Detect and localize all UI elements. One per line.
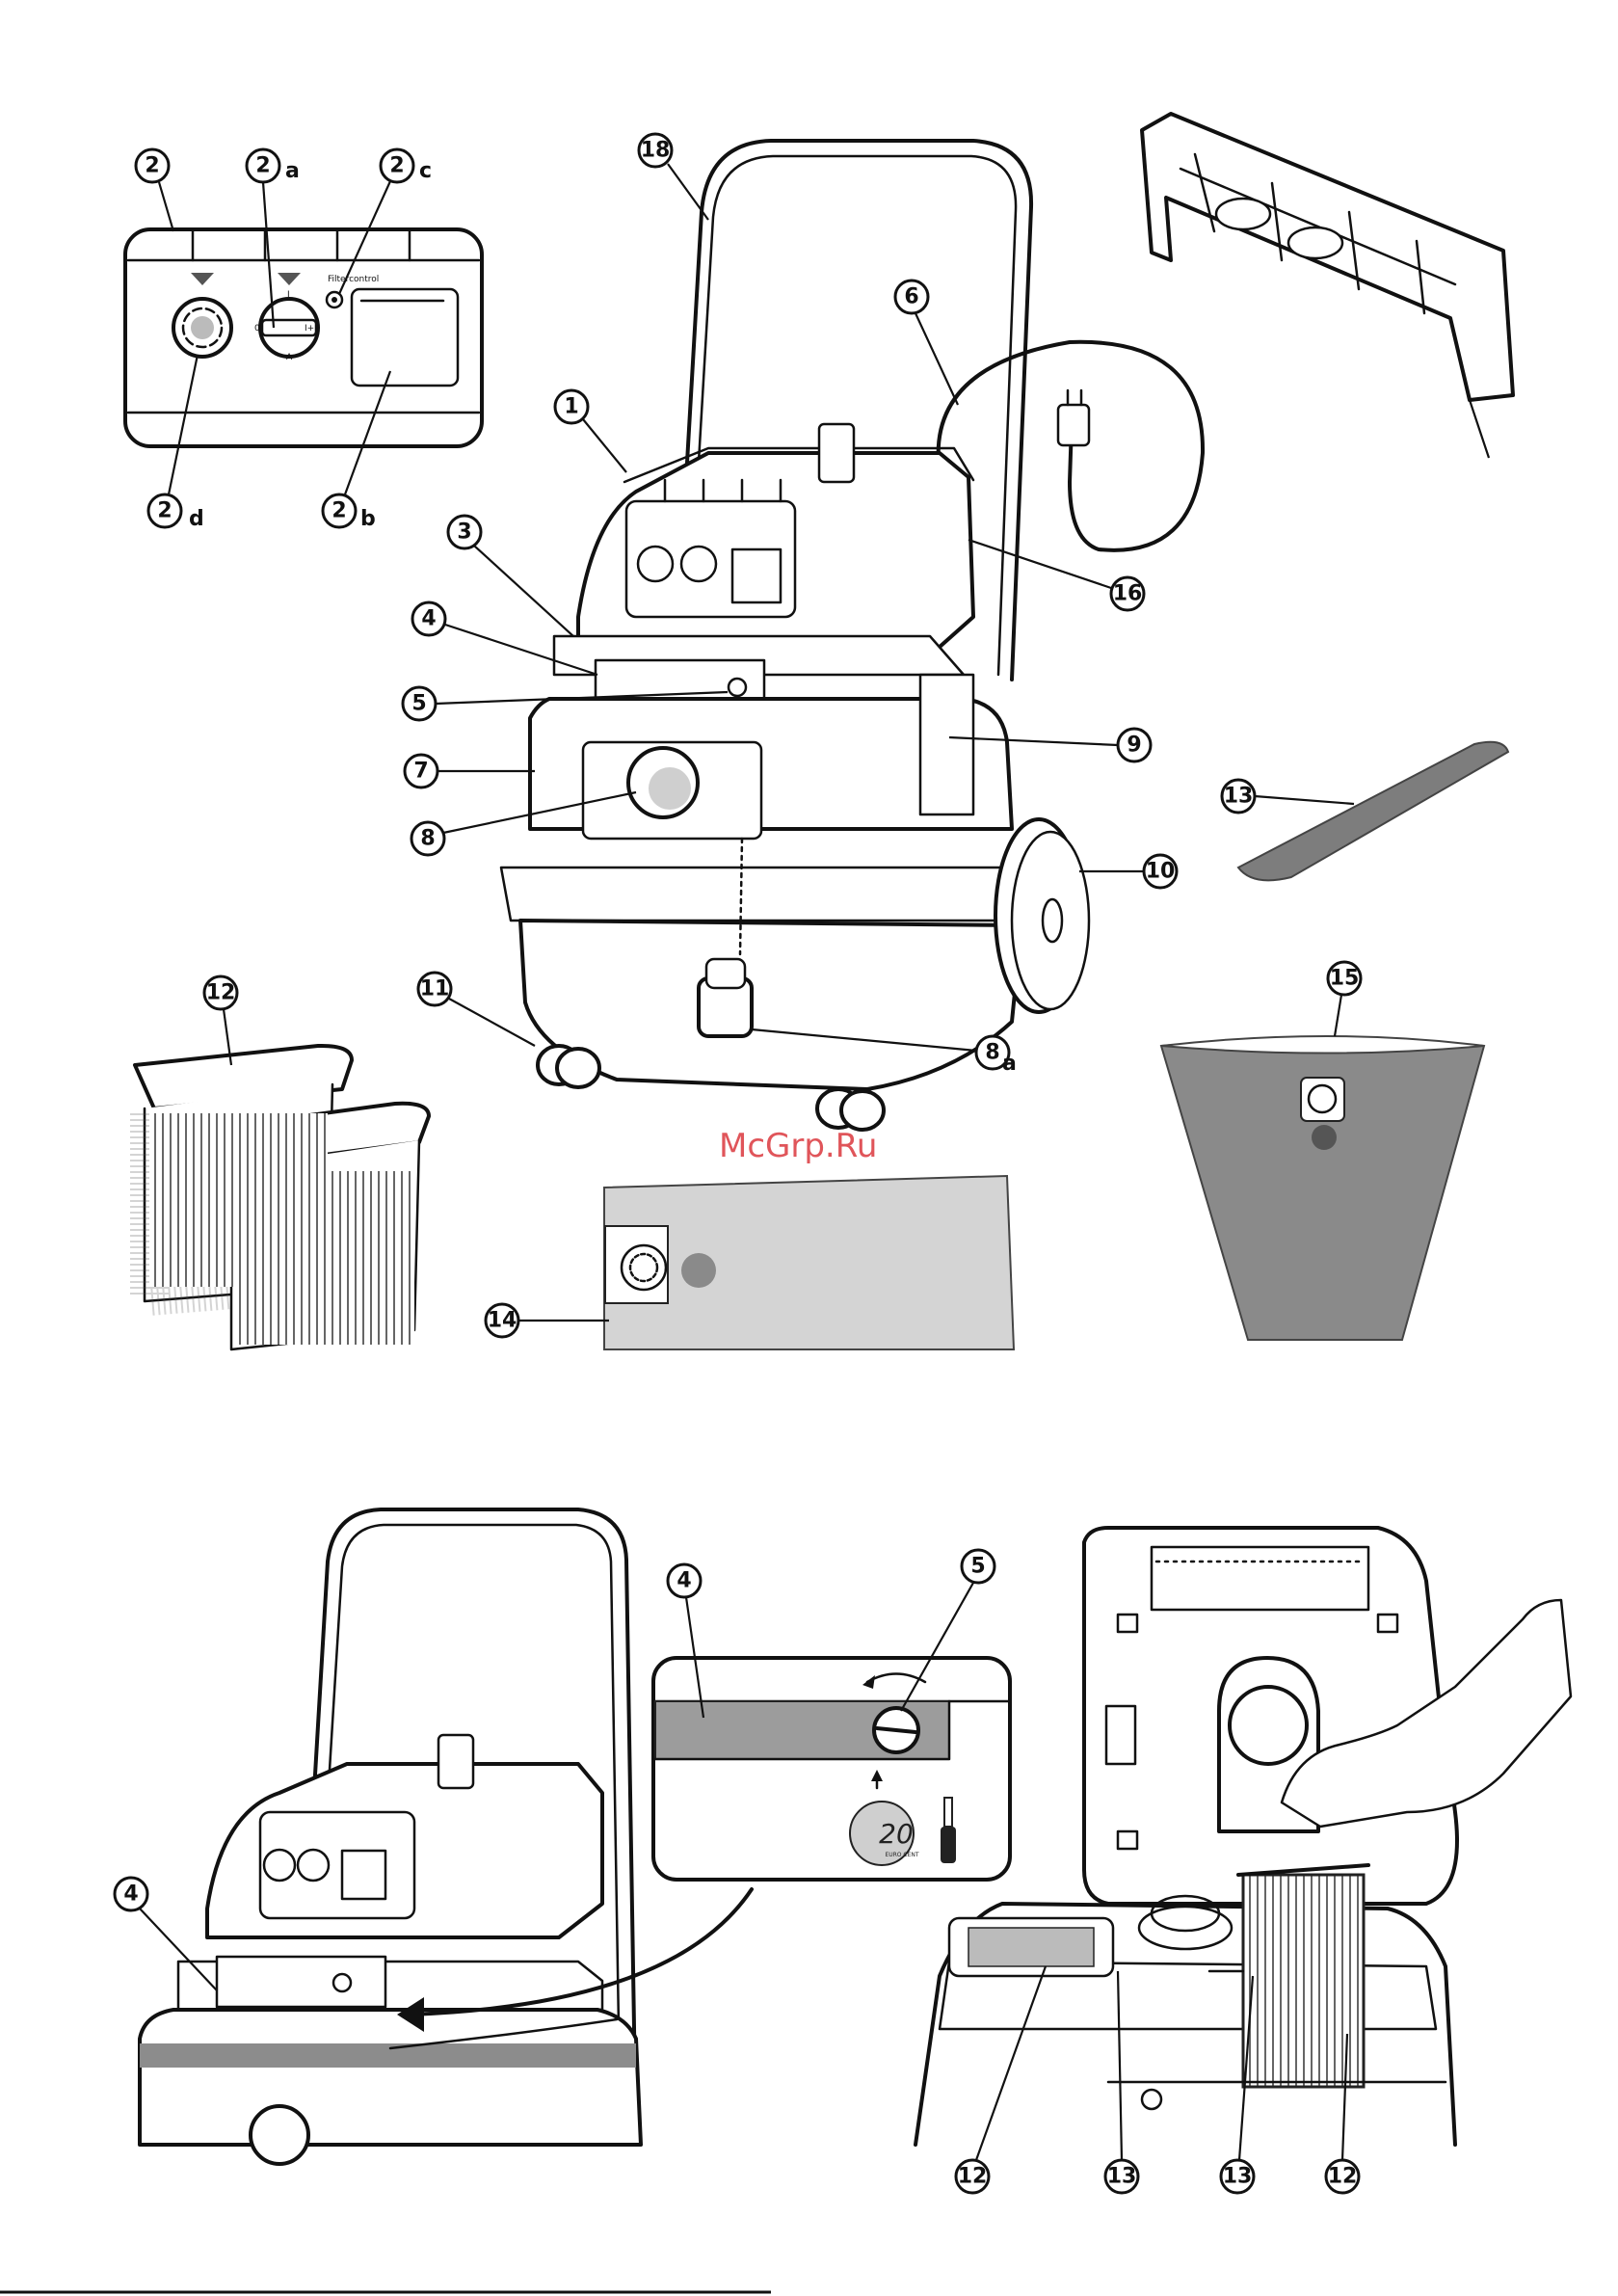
filter-control-lamp-icon [327,292,342,307]
svg-text:14: 14 [488,1309,517,1333]
coin-text: EURO CENT [885,1852,918,1858]
dial-label-right: I+II [305,324,320,334]
svg-text:5: 5 [411,692,426,716]
castor-wheel-2-icon [817,1089,884,1130]
svg-text:13: 13 [1223,2165,1253,2189]
svg-text:2: 2 [332,499,346,523]
svg-text:1: 1 [564,395,578,419]
filter-cartridges-illustration [135,1046,429,1349]
callout-2c-suffix: c [419,159,432,183]
svg-text:7: 7 [413,760,428,784]
control-panel-detail: I A 0 I+II Filtercontrol [125,229,482,446]
svg-text:4: 4 [676,1569,691,1593]
svg-text:2: 2 [145,154,159,178]
svg-text:12: 12 [206,981,236,1005]
callout-2: 2 [136,149,173,231]
port-cap-icon [699,959,752,1036]
svg-text:3: 3 [457,521,471,545]
svg-text:12: 12 [958,2165,988,2189]
filter-control-label: Filtercontrol [328,275,379,284]
svg-text:12: 12 [1328,2165,1358,2189]
callout-18: 18 [639,134,708,220]
svg-text:2: 2 [389,154,404,178]
callout-6: 6 [895,280,958,405]
callout-3: 3 [448,516,573,636]
callout-10: 10 [1079,855,1177,888]
svg-text:2: 2 [157,499,172,523]
dial-label-left: 0 [254,324,260,334]
svg-text:11: 11 [420,977,450,1001]
rear-wheel-icon [995,819,1089,1012]
vacuum-cleaner-illustration [501,141,1203,1130]
callout-2d-suffix: d [189,507,204,531]
svg-text:13: 13 [1107,2165,1137,2189]
power-switch-icon [173,299,231,357]
svg-text:5: 5 [970,1555,985,1579]
svg-text:6: 6 [904,285,918,309]
callout-12-top: 12 [204,976,237,1065]
callout-14: 14 [486,1304,609,1337]
svg-text:8: 8 [420,827,435,851]
watermark-text: McGrp.Ru [719,1127,877,1165]
svg-text:9: 9 [1127,734,1141,758]
dial-label-bottom: A [286,353,293,362]
coin-value: 20 [879,1818,914,1850]
svg-text:4: 4 [421,607,436,631]
callout-1: 1 [555,390,626,472]
svg-text:16: 16 [1113,582,1143,606]
bottom-vacuum-illustration [140,1509,641,2164]
callout-2b-suffix: b [360,507,376,531]
callout-11: 11 [418,973,535,1046]
callout-13-top: 13 [1222,780,1354,813]
svg-text:2: 2 [255,154,270,178]
filter-bag-illustration [604,1176,1014,1349]
callout-4-bottom-left: 4 [115,1878,217,1990]
castor-wheel-icon [538,1046,599,1087]
dust-bag-illustration [1161,1036,1484,1340]
svg-text:13: 13 [1224,785,1254,809]
callout-8a-suffix: a [1002,1052,1017,1076]
svg-text:15: 15 [1330,967,1360,991]
callout-15: 15 [1328,962,1361,1036]
svg-text:4: 4 [123,1882,138,1907]
svg-text:18: 18 [641,139,671,163]
seal-strip-illustration [1238,742,1508,881]
svg-text:10: 10 [1146,860,1176,884]
callout-7: 7 [405,755,535,788]
svg-text:8: 8 [985,1041,999,1065]
callout-2a-suffix: a [285,159,300,183]
plug-icon [1058,390,1089,445]
dial-label-top: I [287,290,290,300]
screw-detail-illustration: 20 EURO CENT [653,1658,1010,1880]
